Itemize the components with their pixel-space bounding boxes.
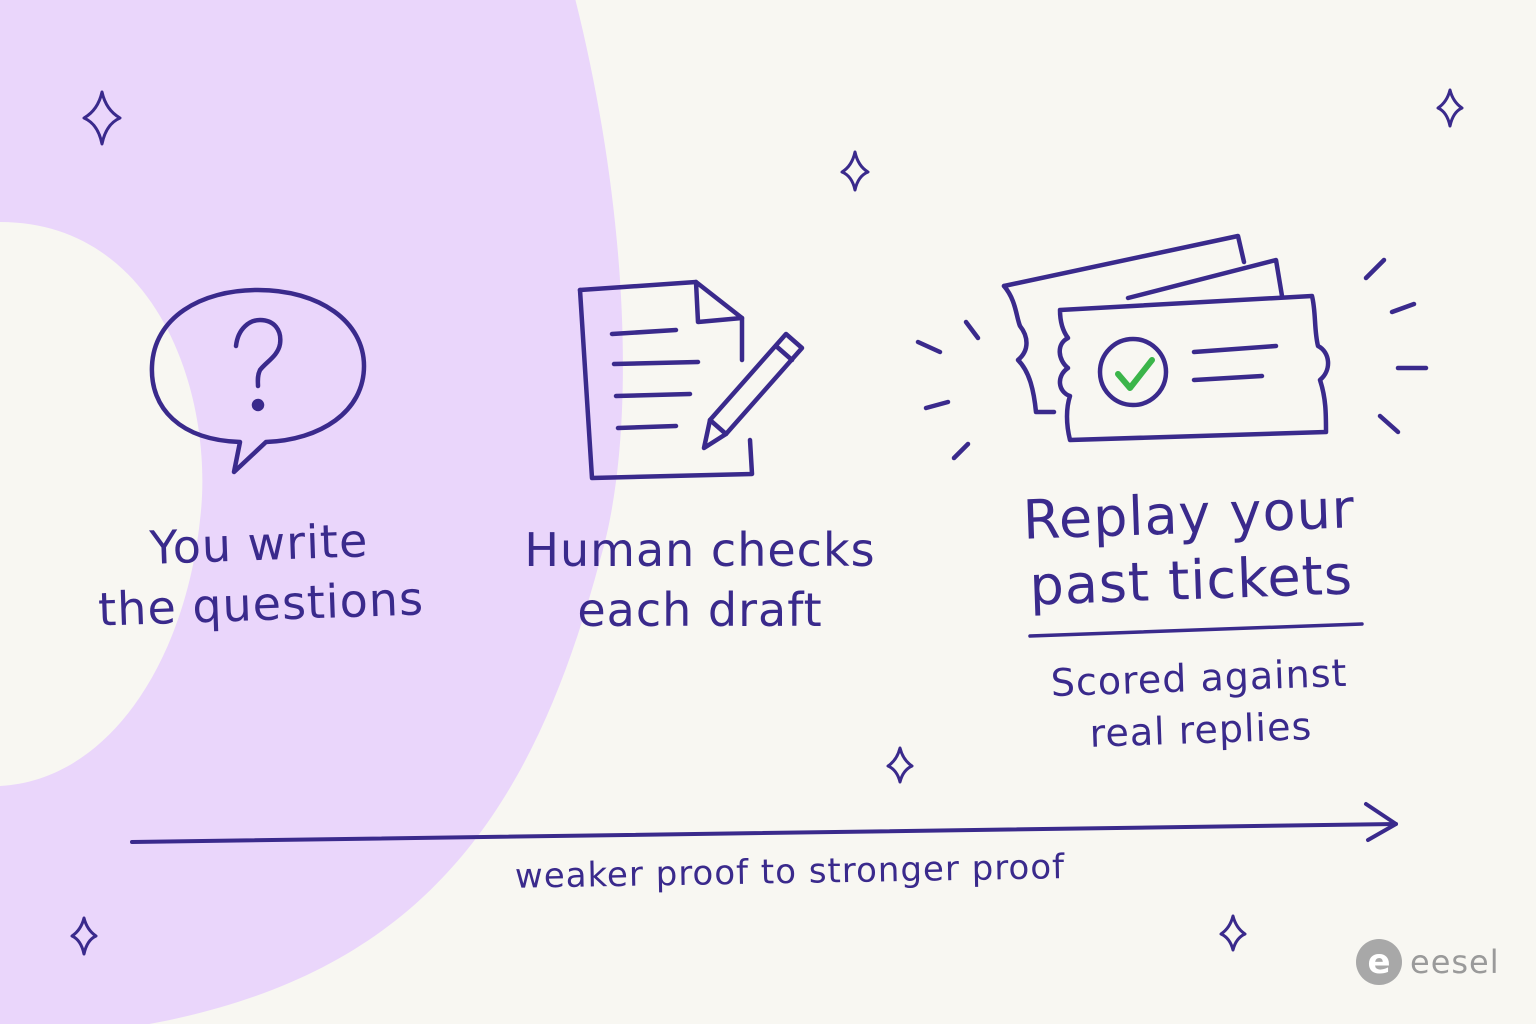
- question-speech-bubble-icon: [149, 287, 367, 475]
- sparkle-icon: [1219, 914, 1247, 952]
- background-ring: [0, 0, 623, 1024]
- step-2-label: Human checks each draft: [520, 520, 880, 640]
- step-1-label-line-2: the questions: [97, 571, 425, 637]
- eesel-logo-icon: e: [1356, 939, 1402, 985]
- step-1-label: You write the questions: [88, 508, 432, 640]
- sparkle-icon: [840, 150, 870, 192]
- proof-axis-arrow: [130, 802, 1398, 844]
- sparkle-icon: [886, 746, 914, 784]
- document-pencil-icon: [577, 279, 805, 481]
- step-3-sublabel: Scored against real replies: [1038, 646, 1361, 761]
- sparkle-icon: [1436, 88, 1464, 128]
- brand-logo: e eesel: [1356, 938, 1500, 986]
- step-2-label-line-1: Human checks: [524, 523, 876, 577]
- check-mark-icon: [1115, 357, 1155, 391]
- step-3-label-line-2: past tickets: [1028, 543, 1354, 618]
- sparkle-icon: [70, 916, 98, 956]
- step-2-label-line-2: each draft: [577, 583, 823, 637]
- step-3-label-line-1: Replay your: [1021, 477, 1356, 552]
- brand-name: eesel: [1410, 943, 1500, 981]
- step-3-label: Replay your past tickets: [1008, 476, 1372, 620]
- step-underline: [1028, 622, 1364, 638]
- sparkle-icon: [82, 90, 122, 146]
- stacked-tickets-check-icon: [915, 233, 1429, 461]
